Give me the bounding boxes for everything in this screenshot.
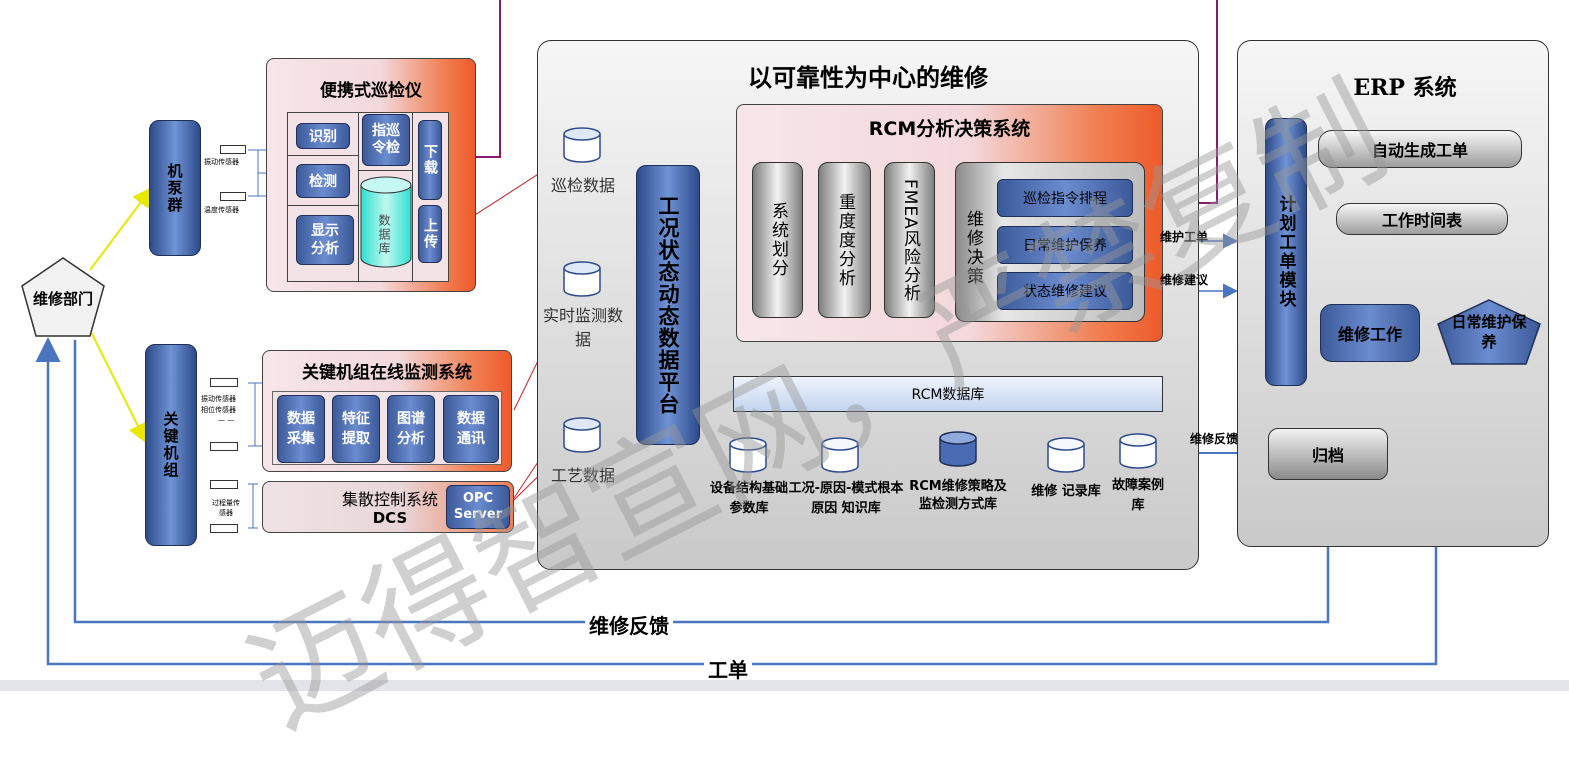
process-sensor-icon	[210, 480, 238, 489]
daily-maintenance-button[interactable]: 日常维护保养	[997, 226, 1133, 264]
realtime-monitoring-label: 实时监测数据	[542, 306, 623, 349]
inspection-schedule-button[interactable]: 巡检指令排程	[997, 179, 1133, 217]
daily-maint-label: 日常维护保养	[1451, 313, 1527, 351]
system-division-label: 系统划分	[768, 202, 788, 278]
severity-analysis-module[interactable]: 重度度分析	[818, 162, 871, 318]
rcm-database-bar[interactable]: RCM数据库	[733, 376, 1163, 412]
archive-button[interactable]: 归档	[1268, 428, 1388, 480]
work-order-label: 工单	[704, 654, 752, 683]
inspection-data-label: 巡检数据	[550, 176, 615, 195]
upload-label: 上传	[422, 218, 438, 250]
download-label: 下载	[422, 144, 438, 176]
plan-module-label: 计划工单模块	[1275, 195, 1296, 309]
sensor-label: — —	[218, 416, 235, 424]
severity-analysis-label: 重度度分析	[835, 192, 855, 288]
maint-suggestion-label: 维修建议	[1160, 273, 1209, 287]
spectrum-analysis-module[interactable]: 图谱分析	[387, 395, 435, 463]
process-data-icon	[563, 417, 601, 453]
download-button[interactable]: 下载	[418, 120, 442, 200]
sensor-label: 振动传感器	[201, 395, 236, 403]
detect-button[interactable]: 检测	[296, 164, 350, 198]
rcm-strategy-library-icon	[939, 431, 977, 467]
feature-extraction-module[interactable]: 特征提取	[332, 395, 380, 463]
fmea-module[interactable]: FMEA风险分析	[884, 162, 935, 318]
fault-case-library-icon	[1119, 433, 1157, 469]
dcs-title: 集散控制系统	[341, 490, 438, 509]
command-inspection-button[interactable]: 指巡令检	[362, 114, 410, 166]
fault-case-library-label: 故障案例库	[1112, 478, 1165, 513]
data-communication-module[interactable]: 数据通讯	[443, 395, 499, 463]
key-units-bar[interactable]: 关键机组	[145, 344, 197, 546]
recognize-button[interactable]: 识别	[296, 123, 350, 149]
opc-server-box[interactable]: OPC Server	[446, 485, 510, 529]
maintenance-record-icon	[1047, 437, 1085, 473]
vibration-sensor-icon	[210, 378, 238, 387]
data-collection-module[interactable]: 数据采集	[277, 395, 325, 463]
key-units-label: 关键机组	[161, 411, 180, 479]
daily-maint-shape[interactable]	[1436, 298, 1542, 366]
sensor-label: 相位传感器	[201, 406, 236, 414]
dcs-sub: DCS	[372, 509, 408, 527]
rcm-strategy-library-label: RCM维修策略及监检测方式库	[909, 479, 1007, 512]
upload-button[interactable]: 上传	[418, 205, 442, 263]
maintenance-record-label: 维修 记录库	[1031, 484, 1101, 499]
schedule-button[interactable]: 工作时间表	[1336, 203, 1508, 235]
vibration-sensor-icon	[220, 145, 246, 154]
auto-order-button[interactable]: 自动生成工单	[1318, 130, 1522, 168]
feedback-label: 维修反馈	[585, 610, 673, 639]
decision-system-title: RCM分析决策系统	[868, 118, 1031, 140]
decision-label: 维修决策	[963, 210, 983, 286]
realtime-monitoring-icon	[563, 261, 601, 297]
process-data-label: 工艺数据	[550, 466, 615, 485]
portable-inspector-title: 便携式巡检仪	[320, 81, 422, 101]
knowledge-library-label: 工况-原因-模式根本原因 知识库	[788, 481, 904, 516]
equipment-library-label: 设备结构基础参数库	[709, 481, 788, 516]
display-analysis-button[interactable]: 显示分析	[296, 215, 354, 265]
rcm-main-title: 以可靠性为中心的维修	[748, 64, 988, 92]
erp-title: ERP 系统	[1353, 75, 1457, 101]
phase-sensor-icon	[210, 442, 238, 451]
inspection-data-icon	[563, 127, 601, 163]
sensor-label: 过程量传感器	[212, 499, 240, 517]
sensor-label: 振动传感器	[204, 158, 239, 166]
online-monitoring-title: 关键机组在线监测系统	[302, 363, 472, 383]
feedback-small-label: 维修反馈	[1190, 432, 1239, 446]
pump-group-bar[interactable]: 机泵群	[149, 120, 201, 256]
system-division-module[interactable]: 系统划分	[752, 162, 803, 318]
database-cylinder-icon	[360, 176, 412, 268]
data-platform-bar[interactable]: 工况状态动态数据平台	[636, 165, 700, 445]
knowledge-library-icon	[821, 437, 859, 473]
condition-suggestion-button[interactable]: 状态维修建议	[997, 272, 1133, 310]
rcm-database-label: RCM数据库	[911, 387, 985, 403]
process-sensor-icon	[210, 524, 238, 533]
maintenance-dept-pentagon[interactable]	[20, 256, 106, 338]
pump-group-label: 机泵群	[165, 162, 184, 214]
bottom-strip	[0, 680, 1569, 691]
data-platform-label: 工况状态动态数据平台	[656, 195, 680, 415]
fmea-label: FMEA风险分析	[900, 178, 920, 302]
temperature-sensor-icon	[220, 192, 246, 201]
maintenance-dept-label: 维修部门	[32, 290, 93, 308]
maint-work-button[interactable]: 维修工作	[1320, 304, 1420, 362]
database-label: 数据库	[377, 214, 391, 256]
plan-module-bar[interactable]: 计划工单模块	[1265, 118, 1307, 386]
maint-order-label: 维护工单	[1160, 230, 1209, 244]
equipment-library-icon	[729, 437, 767, 473]
sensor-label: 温度传感器	[204, 206, 239, 214]
